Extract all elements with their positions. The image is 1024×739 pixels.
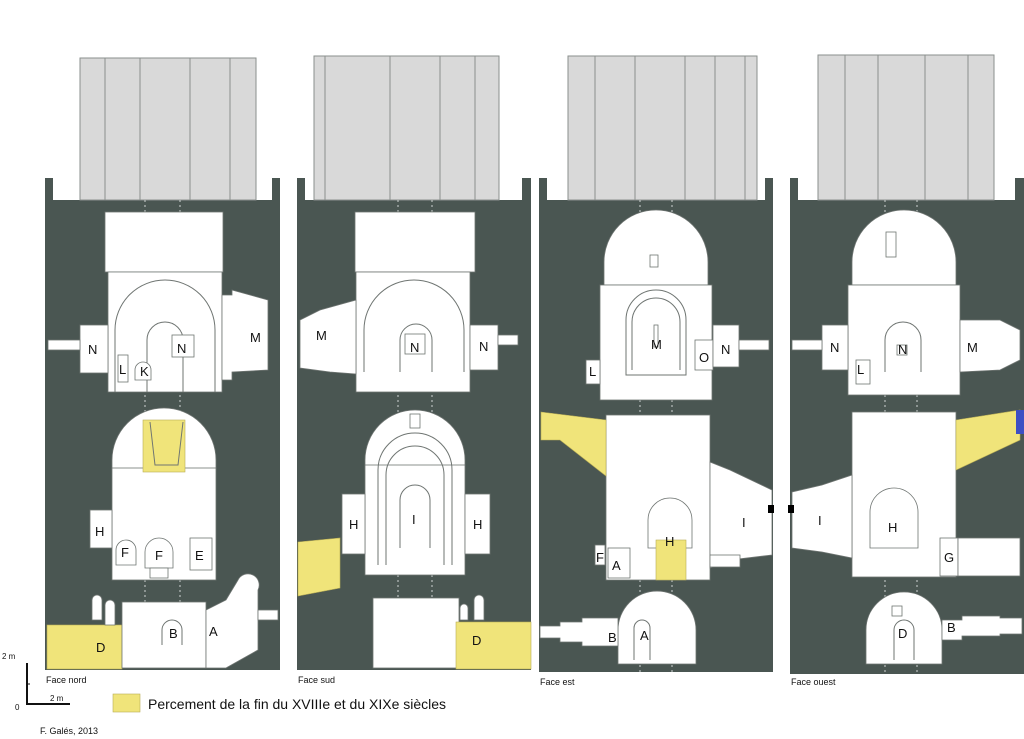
scale-origin-label: 0 [15,703,20,712]
label-nord-l: L [119,362,126,377]
label-sud-n1: N [410,340,419,355]
label-nord-f2: F [155,548,163,563]
label-sud-h1: H [349,517,358,532]
label-est-l: L [589,364,596,379]
scale-bar: 2 m 0 2 m [2,652,70,712]
scale-vertical-label: 2 m [2,652,16,661]
label-ouest-n1: N [830,340,839,355]
legend-swatch [112,693,141,713]
label-ouest-d: D [898,626,907,641]
label-ouest-g: G [944,550,954,565]
panel-face-ouest [788,54,1024,674]
label-nord-a: A [209,624,218,639]
label-nord-d: D [96,640,105,655]
label-nord-f1: F [121,545,129,560]
label-sud-i: I [412,512,416,527]
label-nord-k: K [140,364,149,379]
label-sud-m: M [316,328,327,343]
caption-face-sud: Face sud [298,675,335,685]
label-ouest-h: H [888,520,897,535]
label-ouest-m: M [967,340,978,355]
panel-face-est [539,55,774,672]
panel-face-sud [297,55,532,670]
scale-horizontal-label: 2 m [50,694,64,703]
label-ouest-i: I [818,513,822,528]
label-ouest-n2: N [898,342,907,357]
label-ouest-l: L [857,362,864,377]
label-sud-h2: H [473,517,482,532]
label-est-n: N [721,342,730,357]
label-est-a1: A [612,558,621,573]
label-nord-n1: N [88,342,97,357]
label-est-i: I [742,515,746,530]
label-est-o: O [699,350,709,365]
label-sud-d: D [472,633,481,648]
label-ouest-b: B [947,620,956,635]
label-nord-n2: N [177,341,186,356]
caption-face-ouest: Face ouest [791,677,836,687]
letter-labels: N L K N M H F F E D B A M N N H I H D M … [88,328,978,655]
label-est-m: M [651,337,662,352]
legend-text: Percement de la fin du XVIIIe et du XIXe… [148,696,447,712]
label-nord-b: B [169,626,178,641]
label-sud-n2: N [479,339,488,354]
label-nord-e: E [195,548,204,563]
credit: F. Galés, 2013 [40,726,99,736]
label-est-b: B [608,630,617,645]
label-est-h: H [665,534,674,549]
caption-face-nord: Face nord [46,675,87,685]
caption-face-est: Face est [540,677,575,687]
panel-face-nord [45,57,280,670]
label-est-f: F [596,550,604,565]
label-est-a2: A [640,628,649,643]
label-nord-m: M [250,330,261,345]
label-nord-h: H [95,524,104,539]
